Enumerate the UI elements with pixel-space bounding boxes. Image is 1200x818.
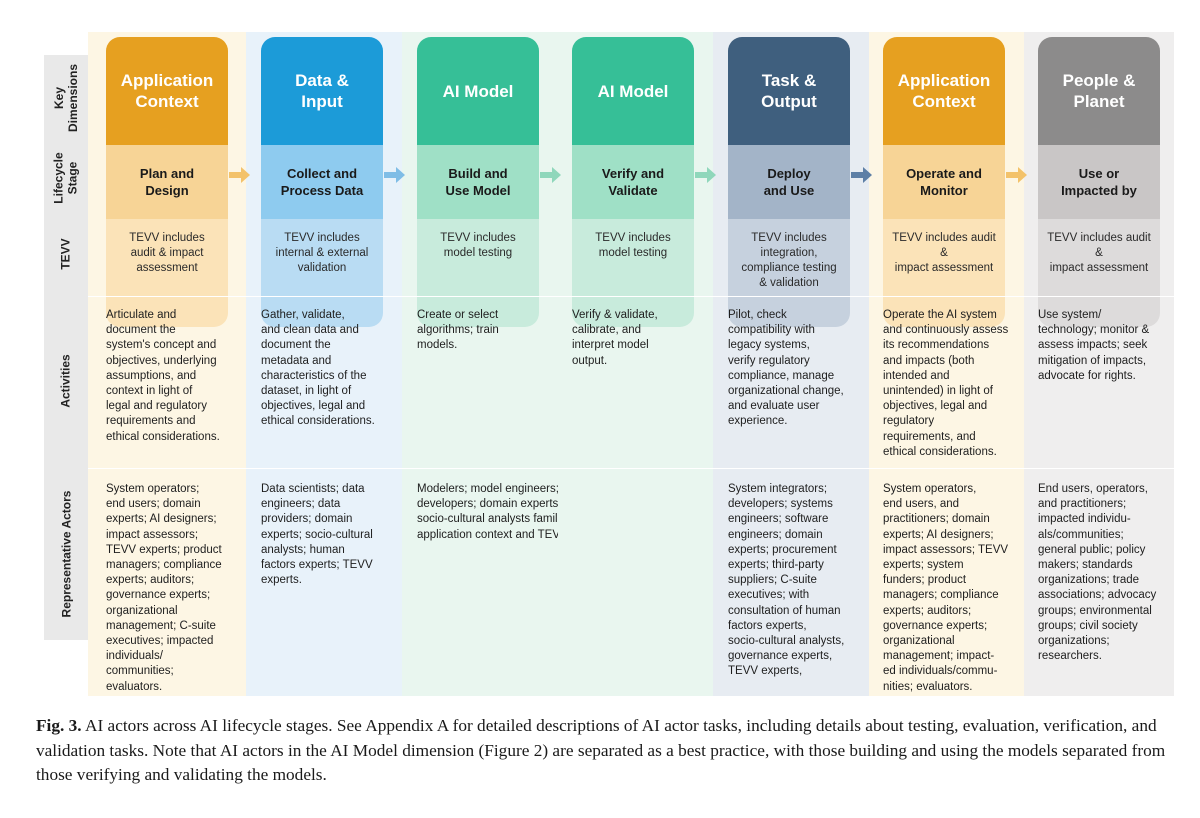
lifecycle-stage-cell: Use or Impacted by bbox=[1038, 145, 1160, 219]
tevv-cell: TEVV includes audit & impact assessment bbox=[883, 219, 1005, 327]
activities-text: Create or select algorithms; train model… bbox=[417, 309, 499, 352]
key-dimension-label: Application Context bbox=[897, 71, 991, 111]
representative-actors-text: System integrators; developers; systems … bbox=[728, 483, 845, 678]
activities-text: Gather, validate, and clean data and doc… bbox=[261, 309, 375, 428]
key-dimension-label: AI Model bbox=[442, 81, 514, 101]
tevv-text: TEVV includes audit & impact assessment bbox=[129, 232, 205, 274]
stage-arrow-icon bbox=[229, 167, 250, 183]
lifecycle-stage-label: Collect and Process Data bbox=[280, 166, 364, 198]
row-label-lifecycle-stage: Lifecycle Stage bbox=[52, 152, 80, 204]
lifecycle-stage-label: Build and Use Model bbox=[445, 166, 511, 198]
lifecycle-stage-cell: Plan and Design bbox=[106, 145, 228, 219]
key-dimension-label: AI Model bbox=[597, 81, 669, 101]
tevv-cell: TEVV includes audit & impact assessment bbox=[1038, 219, 1160, 327]
key-dimension-header: AI Model bbox=[417, 37, 539, 145]
lifecycle-stage-label: Plan and Design bbox=[139, 166, 195, 198]
activities-text: Use system/ technology; monitor & assess… bbox=[1038, 309, 1150, 382]
lifecycle-stage-cell: Deploy and Use bbox=[728, 145, 850, 219]
representative-actors-text: System operators; end users; domain expe… bbox=[106, 483, 222, 693]
row-divider-actors bbox=[88, 468, 1174, 469]
activities-text: Pilot, check compatibility with legacy s… bbox=[728, 309, 844, 428]
key-dimension-header: AI Model bbox=[572, 37, 694, 145]
row-label-representative-actors: Representative Actors bbox=[59, 490, 73, 618]
row-label-activities: Activities bbox=[59, 354, 74, 408]
lifecycle-stage-cell: Verify and Validate bbox=[572, 145, 694, 219]
ai-lifecycle-figure: Key Dimensions Lifecycle Stage TEVV Acti… bbox=[44, 32, 1174, 696]
stage-arrow-icon bbox=[540, 167, 561, 183]
row-label-sidebar bbox=[44, 55, 88, 640]
tevv-cell: TEVV includes internal & external valida… bbox=[261, 219, 383, 327]
tevv-cell: TEVV includes model testing bbox=[417, 219, 539, 327]
row-divider-activities bbox=[88, 296, 1174, 297]
tevv-text: TEVV includes audit & impact assessment bbox=[1047, 232, 1151, 274]
activities-text: Articulate and document the system's con… bbox=[106, 309, 220, 443]
key-dimension-header: Data & Input bbox=[261, 37, 383, 145]
lifecycle-stage-label: Operate and Monitor bbox=[906, 166, 982, 198]
stage-arrow-icon bbox=[1006, 167, 1027, 183]
figure-caption: Fig. 3. AI actors across AI lifecycle st… bbox=[36, 714, 1176, 788]
lifecycle-stage-label: Use or Impacted by bbox=[1061, 166, 1137, 198]
key-dimension-label: Task & Output bbox=[761, 71, 817, 111]
representative-actors-text: End users, operators, and practitioners;… bbox=[1038, 483, 1157, 663]
tevv-text: TEVV includes model testing bbox=[440, 232, 516, 259]
row-label-tevv: TEVV bbox=[59, 238, 73, 270]
key-dimension-header: Task & Output bbox=[728, 37, 850, 145]
row-label-key-dimensions: Key Dimensions bbox=[52, 63, 81, 132]
representative-actors-text: Data scientists; data engineers; data pr… bbox=[261, 483, 373, 587]
key-dimension-label: Application Context bbox=[120, 71, 214, 111]
lifecycle-stage-label: Verify and Validate bbox=[601, 166, 665, 198]
key-dimension-header: Application Context bbox=[883, 37, 1005, 145]
tevv-cell: TEVV includes integration, compliance te… bbox=[728, 219, 850, 327]
tevv-text: TEVV includes audit & impact assessment bbox=[892, 232, 996, 274]
stage-arrow-icon bbox=[384, 167, 405, 183]
key-dimension-header: Application Context bbox=[106, 37, 228, 145]
tevv-text: TEVV includes internal & external valida… bbox=[275, 232, 369, 274]
lifecycle-stage-label: Deploy and Use bbox=[763, 166, 815, 198]
tevv-cell: TEVV includes audit & impact assessment bbox=[106, 219, 228, 327]
caption-label: Fig. 3. bbox=[36, 716, 82, 735]
lifecycle-stage-cell: Operate and Monitor bbox=[883, 145, 1005, 219]
tevv-text: TEVV includes model testing bbox=[595, 232, 671, 259]
lifecycle-stage-cell: Collect and Process Data bbox=[261, 145, 383, 219]
caption-text: AI actors across AI lifecycle stages. Se… bbox=[36, 716, 1166, 784]
key-dimension-label: People & Planet bbox=[1062, 71, 1136, 111]
lifecycle-stage-cell: Build and Use Model bbox=[417, 145, 539, 219]
stage-arrow-icon bbox=[851, 167, 872, 183]
key-dimension-label: Data & Input bbox=[295, 71, 349, 111]
representative-actors-text: System operators, end users, and practit… bbox=[883, 483, 1009, 693]
activities-text: Operate the AI system and continuously a… bbox=[883, 309, 1009, 458]
key-dimension-header: People & Planet bbox=[1038, 37, 1160, 145]
stage-arrow-icon bbox=[695, 167, 716, 183]
activities-text: Verify & validate, calibrate, and interp… bbox=[572, 309, 658, 367]
tevv-cell: TEVV includes model testing bbox=[572, 219, 694, 327]
tevv-text: TEVV includes integration, compliance te… bbox=[741, 232, 837, 289]
